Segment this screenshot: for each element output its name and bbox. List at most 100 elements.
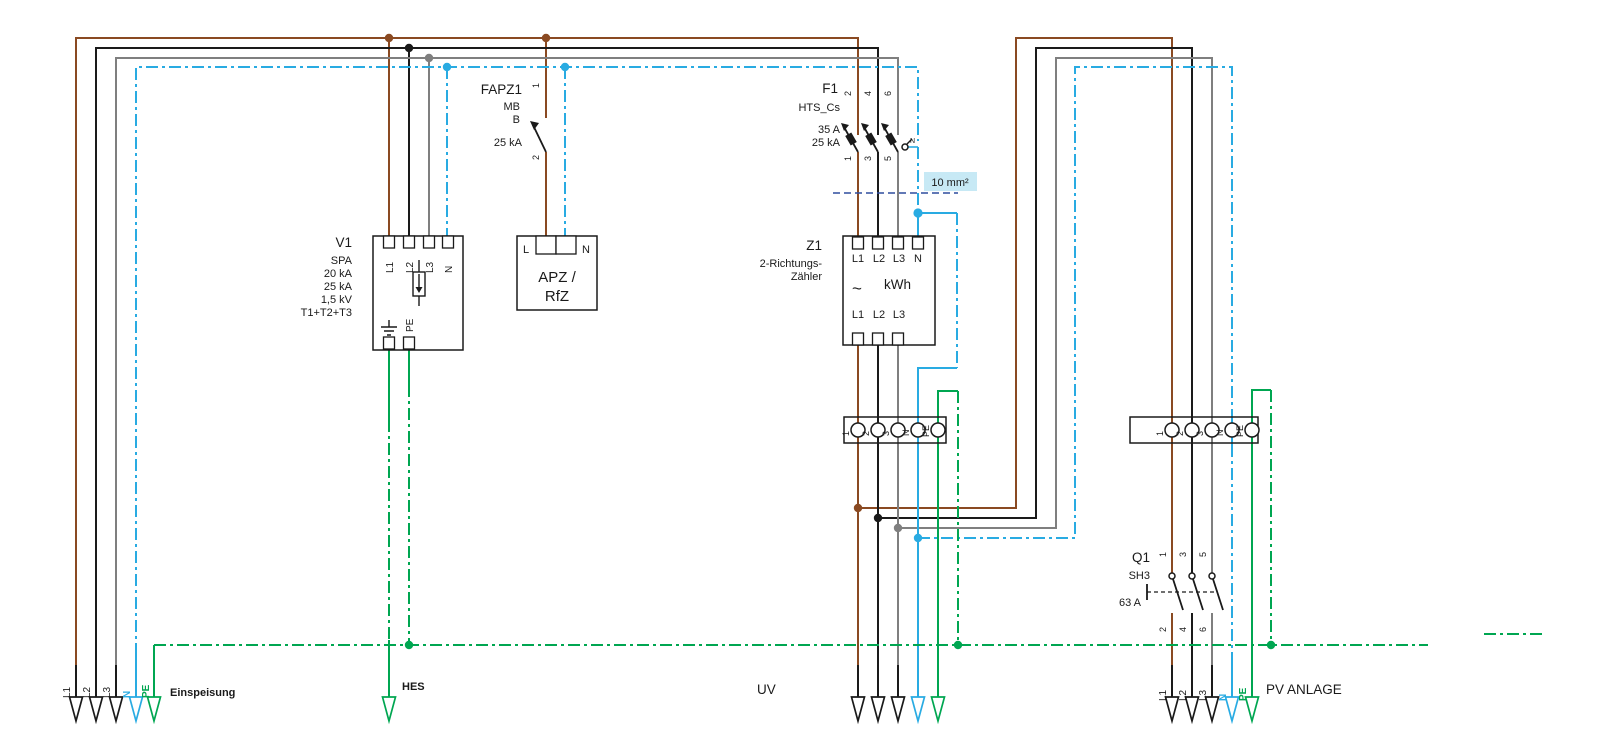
- pv-label-l1: L1: [1158, 689, 1169, 701]
- strip2-term-3: [1204, 422, 1220, 438]
- junction-pe-uv: [953, 640, 963, 650]
- apz-term-label-n: N: [582, 244, 590, 256]
- cross-section-note: 10 mm²: [924, 172, 977, 191]
- v1-spec-3: 25 kA: [324, 281, 353, 293]
- junction-l1-fapz1: [541, 33, 551, 43]
- v1-spec-4: 1,5 kV: [321, 294, 353, 306]
- apz-terminal-n: [555, 235, 577, 255]
- supply-label-n: N: [122, 691, 133, 698]
- pv-label-n: N: [1218, 694, 1229, 701]
- arrow-supply-l2: [88, 696, 104, 725]
- fapz1-breaker: FAPZ1 MB B 25 kA 1 2: [481, 82, 547, 160]
- strip2-term-pe: [1244, 422, 1260, 438]
- strip2-term-2: [1184, 422, 1200, 438]
- f1-pole-2: [861, 123, 879, 153]
- junction-l2-v1: [404, 43, 414, 53]
- q1-term-bot-2: 4: [1178, 627, 1188, 632]
- junction-n-z1: [913, 208, 923, 218]
- fapz1-rating: 25 kA: [494, 137, 523, 149]
- v1-terminal-n: [441, 235, 455, 249]
- einspeisung-label: Einspeisung: [170, 687, 235, 699]
- v1-surge-protector: L1 L2 L3 N PE V1 SPA 20 kA 25 kA 1,5 kV …: [301, 235, 464, 351]
- strip1-label-n: N: [901, 430, 911, 437]
- wire-n-dashdot: [135, 66, 1233, 660]
- z1-top-terminal-l2: [871, 236, 885, 250]
- strip2-label-3: 3: [1195, 431, 1205, 436]
- v1-term-label-l2: L2: [405, 261, 416, 273]
- arrow-pv-n: [1224, 696, 1240, 725]
- z1-label-top-l2: L2: [873, 253, 885, 265]
- arrow-pv-pe: [1244, 696, 1260, 725]
- strip1-term-3: [890, 422, 906, 438]
- fapz1-type: MB: [504, 101, 521, 113]
- strip2-label-2: 2: [1175, 431, 1185, 436]
- v1-terminal-pe: [402, 336, 416, 350]
- f1-rating: 35 A: [818, 124, 841, 136]
- terminal-strip-uv: 1 2 3 N PE: [841, 416, 947, 444]
- z1-unit: kWh: [884, 277, 911, 292]
- v1-body: [372, 235, 464, 351]
- hes-label: HES: [402, 681, 425, 693]
- arrow-supply-pe: [146, 696, 162, 725]
- f1-pole-3: [881, 123, 899, 153]
- apz-term-label-l: L: [523, 244, 529, 256]
- f1-term-bot-1: 1: [843, 156, 853, 161]
- pv-label-pe: PE: [1238, 687, 1249, 701]
- apz-title-2: RfZ: [545, 288, 569, 305]
- fapz1-term-top: 1: [531, 83, 541, 88]
- surge-arrester-symbol: [412, 260, 426, 306]
- strip1-body: [843, 416, 947, 444]
- junction-l3-v1: [424, 53, 434, 63]
- z1-label-bot-l3: L3: [893, 309, 905, 321]
- strip1-label-3: 3: [881, 431, 891, 436]
- z1-name-2: Zähler: [791, 271, 823, 283]
- junction-l3-uv: [893, 523, 903, 533]
- f1-id: F1: [822, 81, 838, 96]
- fapz1-term-bottom: 2: [531, 155, 541, 160]
- junction-pe-v1: [404, 640, 414, 650]
- apz-meter: L N APZ / RfZ: [516, 235, 598, 311]
- junction-n-uv: [913, 533, 923, 543]
- z1-meter: L1 L2 L3 N ~ kWh L1 L2 L3 Z1 2-Richtungs…: [760, 235, 936, 346]
- z1-name-1: 2-Richtungs-: [760, 258, 823, 270]
- supply-label-l2: L2: [82, 686, 93, 698]
- z1-top-terminal-n: [911, 236, 925, 250]
- z1-ac-symbol: ~: [852, 279, 862, 298]
- apz-title-1: APZ /: [538, 269, 576, 286]
- f1-n-label: N: [910, 138, 915, 145]
- f1-breaking: 25 kA: [812, 137, 841, 149]
- v1-term-label-n: N: [444, 266, 455, 273]
- q1-id: Q1: [1132, 550, 1150, 565]
- feeder-labels: L1 L2 L3 N PE L1 L2 L3 N PE Einspeisung …: [62, 681, 1342, 701]
- arrow-pv-l3: [1204, 696, 1220, 725]
- uv-label: UV: [757, 682, 776, 697]
- f1-pole-1: [841, 123, 859, 153]
- q1-term-bot-3: 6: [1198, 627, 1208, 632]
- z1-id: Z1: [806, 238, 822, 253]
- v1-spec-2: 20 kA: [324, 268, 353, 280]
- fapz1-char: B: [513, 114, 520, 126]
- f1-term-top-3: 6: [883, 91, 893, 96]
- f1-term-top-2: 4: [863, 91, 873, 96]
- z1-label-bot-l1: L1: [852, 309, 864, 321]
- wire-n-solid: [135, 212, 1233, 697]
- wire-pe-solid: [153, 345, 1271, 697]
- arrow-uv-pe: [930, 696, 946, 725]
- junction-l1-v1: [384, 33, 394, 43]
- pv-label-l3: L3: [1198, 689, 1209, 701]
- z1-bot-terminal-l3: [891, 332, 905, 346]
- z1-bot-terminal-l1: [851, 332, 865, 346]
- strip2-term-1: [1164, 422, 1180, 438]
- fapz1-blade: [532, 124, 547, 153]
- strip1-label-2: 2: [861, 431, 871, 436]
- pv-label-l2: L2: [1178, 689, 1189, 701]
- junction-l1-uv: [853, 503, 863, 513]
- z1-label-bot-l2: L2: [873, 309, 885, 321]
- q1-pole-1: [1168, 572, 1184, 611]
- terminal-strip-pv: 1 2 3 N PE: [1129, 416, 1260, 444]
- q1-term-bot-1: 2: [1158, 627, 1168, 632]
- apz-terminal-l: [535, 235, 557, 255]
- strip1-term-n: [910, 422, 926, 438]
